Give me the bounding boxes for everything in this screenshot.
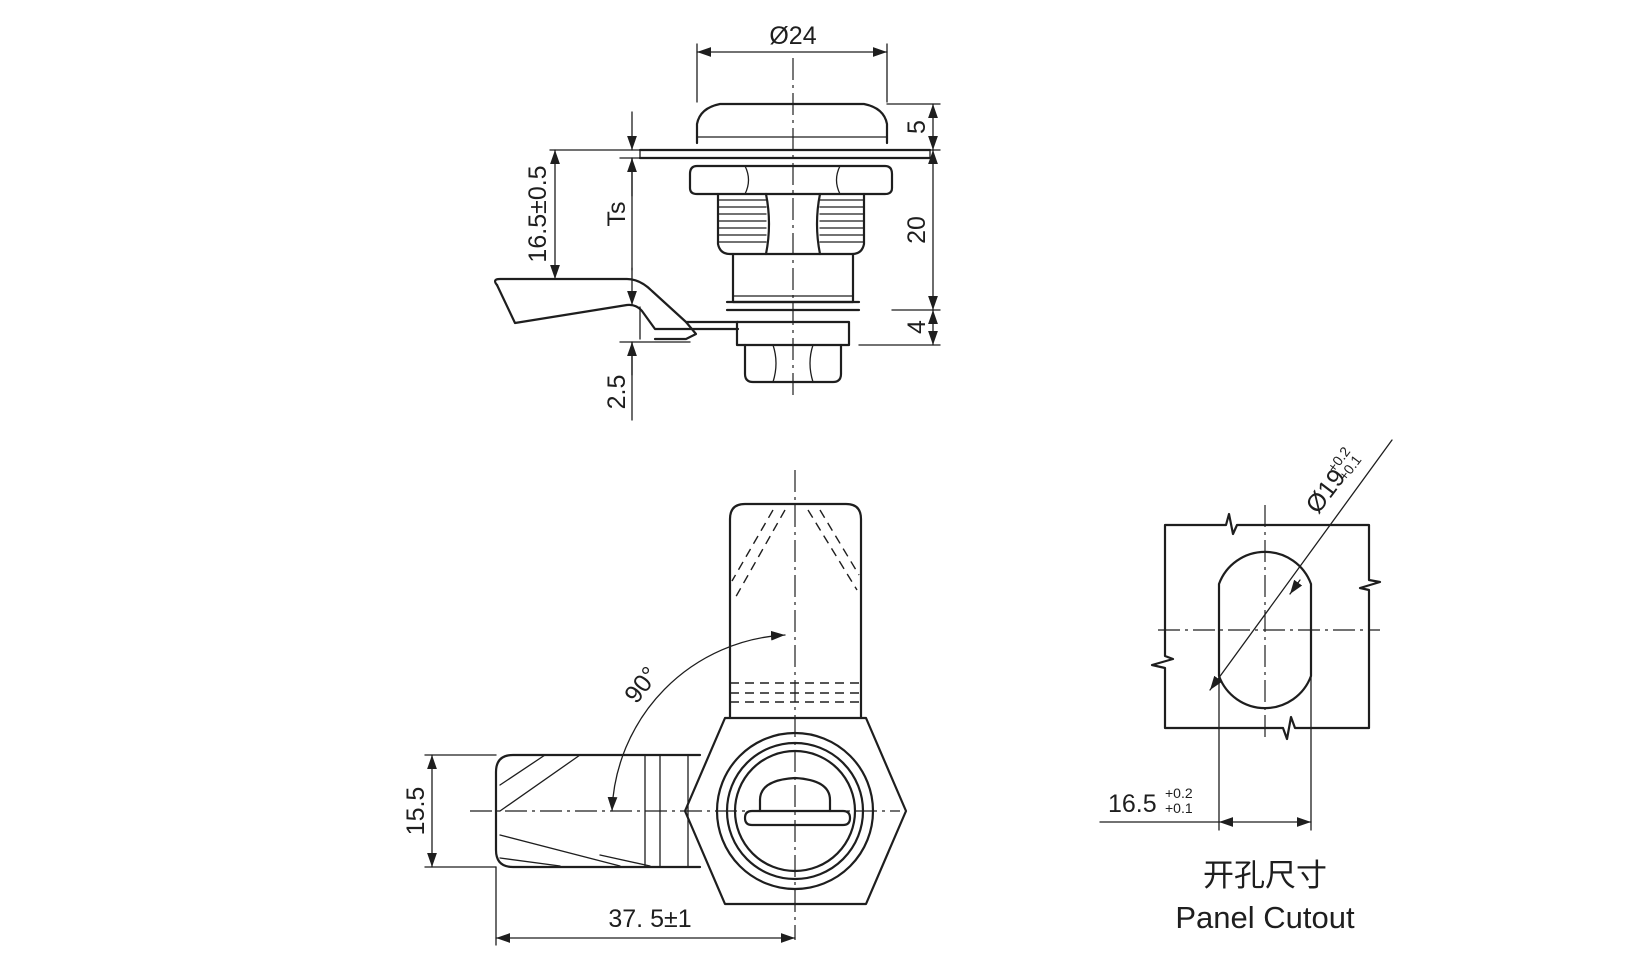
front-lock-face: [733, 749, 857, 873]
dim-arm-length: 37. 5±1: [608, 905, 691, 933]
panel-cutout-view: Ø19 +0.2 +0.1 16.5 +0.2 +0.1 开孔尺寸 Panel …: [1099, 439, 1393, 935]
front-hex-nut: [683, 716, 908, 906]
front-inner-ring: [725, 741, 865, 881]
cam-arm-top: [494, 277, 740, 324]
front-outer-ring: [715, 731, 875, 891]
threaded-body: [716, 192, 866, 256]
dim-bottom-height: 4: [903, 320, 931, 334]
dim-grip-range: 16.5±0.5: [524, 165, 552, 262]
dim-flat-width-tol-lower: +0.1: [1165, 800, 1193, 816]
cam-arm: [494, 753, 702, 869]
cam-arm-rotated: [728, 502, 863, 720]
key-slot: [743, 809, 852, 827]
cap-outline: [695, 102, 889, 145]
bottom-washer: [735, 320, 851, 347]
dim-thickness: Ts: [603, 202, 631, 227]
cam-arm-bottom: [495, 283, 740, 331]
dim-nut-offset: 2.5: [603, 375, 631, 410]
dim-cap-height: 5: [903, 120, 931, 134]
upper-nut: [688, 164, 894, 196]
dim-flat-width: 16.5: [1108, 790, 1157, 818]
dim-rotation-angle: 90°: [619, 662, 664, 709]
dim-top-diameter: Ø24: [769, 22, 816, 50]
dim-arm-width: 15.5: [402, 787, 430, 836]
rotation-arc: [607, 630, 786, 812]
dim-flat-width-tol-upper: +0.2: [1165, 785, 1193, 801]
caption-english: Panel Cutout: [1175, 900, 1355, 935]
panel-outline: [1150, 512, 1382, 741]
bottom-nut: [743, 343, 843, 384]
front-view: 90° 15.5 37. 5±1: [402, 470, 908, 946]
caption-chinese: 开孔尺寸: [1203, 858, 1327, 893]
side-view: Ø24 5 20 4 16.5±0.5 Ts 2.5: [494, 22, 941, 421]
hole-diameter-leader: [1209, 439, 1393, 691]
dim-body-height: 20: [903, 216, 931, 244]
